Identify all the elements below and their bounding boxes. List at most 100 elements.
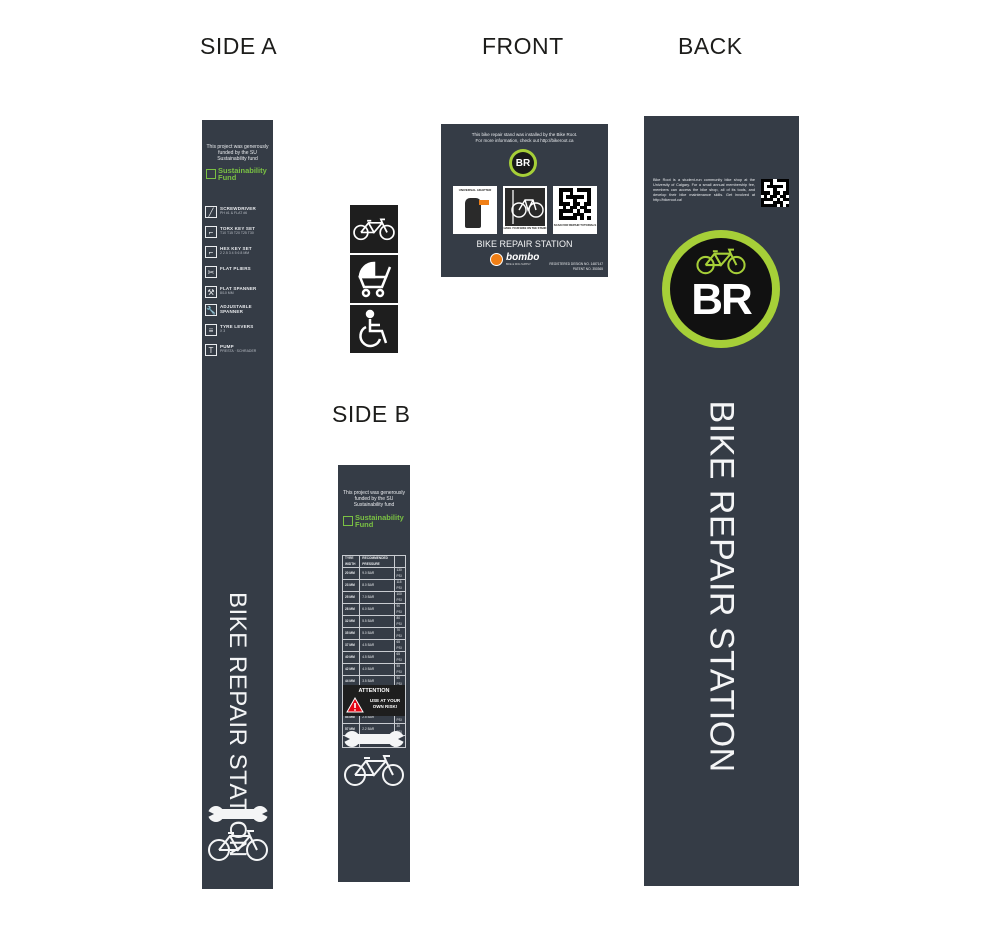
qr-module [782,191,786,195]
fund-logo-line-2: Fund [355,520,374,529]
table-cell: 32 MM [341,615,361,628]
qr-module [573,202,577,206]
table-cell: 37 MM [341,639,361,652]
qr-module [559,198,563,203]
qr-module [576,195,581,199]
back-heading: BACK [678,33,743,59]
table-cell: 6.0 BAR [359,603,395,616]
fund-logo-line-2: Fund [218,173,237,182]
front-panel: This bike repair stand was installed by … [441,124,608,277]
stroller-icon [358,261,392,298]
leaf-icon [343,516,353,526]
qr-module [583,209,588,213]
registered-design: REGISTERED DESIGN NO. 1487147 [549,262,603,266]
qr-module [773,200,777,204]
table-cell: 25 MM [341,591,361,604]
front-intro-2: For more information, check out http://b… [475,138,574,143]
qr-module [776,179,780,183]
back-blurb: Bike Root is a student-run community bik… [653,178,755,202]
qr-module [562,188,567,192]
side-a-heading: SIDE A [200,33,278,59]
funding-line-2: funded by the SU [218,150,257,156]
side-b-panel: This project was generously funded by th… [338,465,410,882]
tool-spec: 8/10 MM [220,291,234,295]
qr-module [580,195,584,199]
qr-module [785,188,789,192]
leaf-icon [206,169,216,179]
pump-icon: T [205,344,217,356]
table-cell: 65 PSI [393,639,406,652]
adapter-tip-icon [479,200,489,205]
qr-module [779,179,783,183]
bombo-logo: bombo BIKE & DOG SUPPLY [490,253,539,266]
adapter-panel-label: UNIVERSAL ADAPTER [458,188,492,192]
front-heading: FRONT [482,33,564,59]
bike-root-logo: BR [509,149,537,177]
qr-module [761,182,765,186]
table-header-cell: RECOMMENDED PRESSURE [359,555,395,568]
qr-module [761,185,765,189]
bike-on-stand-icon [505,188,545,226]
qr-module [576,209,581,213]
table-header-cell [393,555,406,568]
qr-module [776,197,780,201]
qr-module [770,197,774,201]
table-cell: 20 MM [341,567,361,580]
table-header-cell: TYRE WIDTH [341,555,361,568]
funding-line-1: This project was generously [343,490,405,496]
qr-module [566,209,570,213]
table-cell: 35 MM [341,627,361,640]
hang-bike-panel: HANG YOUR BIKE ON THE STAND [503,186,547,234]
tool-name: SCREWDRIVER [220,206,256,211]
wrench-icon [344,731,404,747]
table-cell: 4.5 BAR [359,639,395,652]
hang-bike-label: HANG YOUR BIKE ON THE STAND [503,227,547,230]
qr-module [776,185,780,189]
qr-module [770,179,774,183]
qr-module [764,197,768,201]
qr-module [764,203,768,207]
qr-module [583,202,588,206]
qr-module [566,188,570,192]
table-cell: 5.0 BAR [359,627,395,640]
qr-module [587,209,591,213]
logo-text: BR [691,275,753,324]
qr-module [559,216,563,220]
tool-spec: X 3 [220,329,226,333]
table-cell: 130 PSI [393,567,406,580]
qr-module [761,191,765,195]
qr-module [767,203,771,207]
qr-module [559,195,563,199]
qr-module [785,203,789,207]
bicycle-icon [344,755,404,786]
tool-name: TORX KEY SET [220,226,256,231]
adjustable-spanner-icon: 🔧 [205,304,217,316]
warning-line-1: USE AT YOUR [369,698,401,703]
table-cell: 23 MM [341,579,361,592]
tool-name: FLAT PLIERS [220,266,251,271]
qr-module [569,188,574,192]
qr-module [785,197,789,201]
qr-module [566,195,570,199]
front-intro-1: This bike repair stand was installed by … [471,132,578,137]
qr-module [785,179,789,183]
qr-module [559,209,563,213]
logo-text: BR [512,152,534,174]
table-cell: 90 PSI [393,603,406,616]
tool-spec: PRESTA · SCHRADER [220,349,257,353]
warning-title: ATTENTION [358,688,390,694]
warning-line-2: OWN RISK! [372,704,398,709]
tool-name: HEX KEY SET [220,246,252,251]
pliers-icon: ✂ [205,266,217,278]
station-title-back: BIKE REPAIR STATION [702,400,741,773]
